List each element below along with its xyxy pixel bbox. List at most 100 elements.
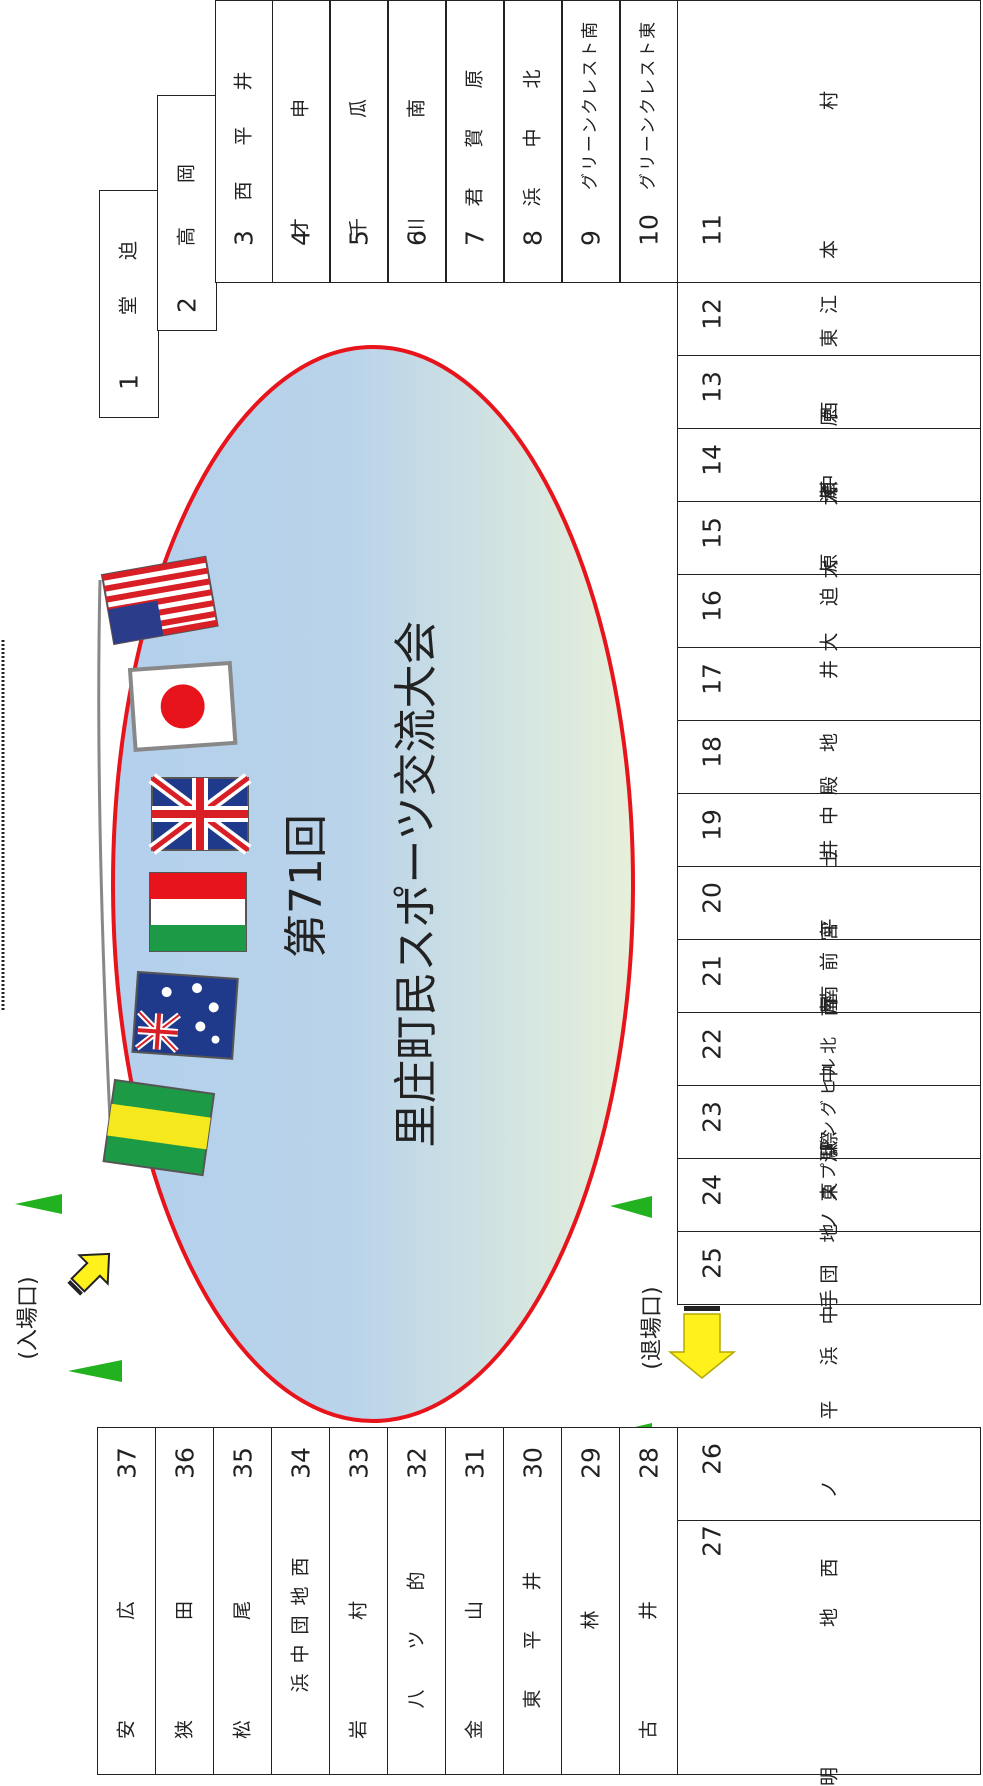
district-cell-12 <box>677 282 981 356</box>
japan-flag <box>127 660 238 752</box>
district-name: 浜中団地東 <box>818 1160 841 1366</box>
district-number: 26 <box>697 1443 727 1475</box>
district-number: 35 <box>228 1447 258 1479</box>
district-number: 27 <box>697 1525 727 1557</box>
district-number: 32 <box>402 1447 432 1479</box>
title-line1: 第71回 <box>281 814 332 958</box>
district-number: 11 <box>697 214 727 246</box>
district-number: 17 <box>697 663 727 695</box>
district-cell-7 <box>446 0 504 283</box>
triangle-marker <box>15 1194 62 1214</box>
district-cell-10 <box>620 0 678 283</box>
district-number: 15 <box>697 517 727 549</box>
triangle-marker <box>68 1360 122 1382</box>
district-cell-35 <box>213 1427 272 1775</box>
district-number: 30 <box>518 1447 548 1479</box>
district-cell-19 <box>677 793 981 867</box>
district-number: 33 <box>344 1447 374 1479</box>
triangle-marker <box>610 1196 652 1218</box>
district-name: 西平井 <box>232 35 255 201</box>
district-name: 東平井 <box>521 1531 544 1709</box>
district-number: 14 <box>697 444 727 476</box>
district-name: 狭田 <box>173 1500 196 1740</box>
district-name: 岩村 <box>347 1500 370 1740</box>
district-name: 君賀原 <box>463 29 486 207</box>
australia-flag <box>131 970 239 1060</box>
flag-string <box>97 579 112 1121</box>
district-number: 20 <box>697 882 727 914</box>
italy-flag <box>149 872 247 952</box>
district-cell-24 <box>677 1158 981 1232</box>
brazil-style-flag <box>102 1078 216 1177</box>
district-number: 18 <box>697 736 727 768</box>
district-name: 高岡 <box>175 119 198 247</box>
district-number: 34 <box>286 1447 316 1479</box>
district-cell-11 <box>677 0 981 283</box>
district-cell-18 <box>677 720 981 794</box>
district-number: 16 <box>697 590 727 622</box>
district-name: 浜中北 <box>521 29 544 207</box>
district-cell-8 <box>504 0 562 283</box>
district-number: 25 <box>697 1247 727 1279</box>
district-number: 12 <box>697 298 727 330</box>
district-cell-4 <box>272 0 330 283</box>
district-number: 13 <box>697 371 727 403</box>
district-name: 林 <box>579 1610 602 1630</box>
district-cell-16 <box>677 574 981 648</box>
district-number: 19 <box>697 809 727 841</box>
district-name: 堂迫 <box>117 204 140 316</box>
district-name: 八ツ的 <box>405 1531 428 1709</box>
district-number: 29 <box>576 1447 606 1479</box>
district-number: 24 <box>697 1174 727 1206</box>
district-number: 28 <box>634 1447 664 1479</box>
district-cell-20 <box>677 866 981 940</box>
district-name: 千瓜 <box>347 0 370 238</box>
district-name: グリーンクレスト東 <box>638 19 659 191</box>
district-name: 川南 <box>405 0 428 238</box>
district-number: 7 <box>460 230 490 246</box>
district-cell-27 <box>677 1520 981 1775</box>
district-cell-5 <box>330 0 388 283</box>
district-cell-29 <box>561 1427 620 1775</box>
usa-flag <box>100 555 219 646</box>
district-cell-1 <box>99 190 159 418</box>
district-number: 8 <box>518 230 548 246</box>
district-cell-2 <box>157 95 217 331</box>
field-ellipse <box>111 345 635 1423</box>
district-number: 36 <box>170 1447 200 1479</box>
entrance-arrow-icon <box>67 1252 111 1296</box>
district-number: 1 <box>114 374 144 390</box>
district-number: 37 <box>112 1447 142 1479</box>
district-cell-37 <box>97 1427 156 1775</box>
title-line2: 里庄町民スポーツ交流大会 <box>391 620 442 1148</box>
district-number: 31 <box>460 1447 490 1479</box>
district-number: 23 <box>697 1101 727 1133</box>
district-number: 21 <box>697 955 727 987</box>
entrance-label: (入場口) <box>16 1276 41 1360</box>
district-number: 9 <box>576 230 606 246</box>
district-cell-6 <box>388 0 446 283</box>
district-name: 金山 <box>463 1500 486 1740</box>
district-cell-22 <box>677 1012 981 1086</box>
district-cell-9 <box>562 0 620 283</box>
district-cell-25 <box>677 1231 981 1305</box>
district-name: 松尾 <box>231 1500 254 1740</box>
uk-flag <box>148 773 252 855</box>
district-name: グリーンクレスト南 <box>580 19 601 191</box>
district-number: 10 <box>634 214 664 246</box>
district-cell-32 <box>387 1427 446 1775</box>
exit-label: (退場口) <box>640 1286 665 1370</box>
district-name: 古井 <box>637 1500 660 1740</box>
district-cell-36 <box>155 1427 214 1775</box>
district-name: 明地 <box>818 1467 841 1786</box>
district-cell-3 <box>215 0 273 283</box>
district-cell-34 <box>271 1427 330 1775</box>
exit-arrow-icon <box>667 1306 737 1379</box>
district-number: 22 <box>697 1028 727 1060</box>
district-name: 才申 <box>289 0 312 238</box>
district-name: 浜中団地西 <box>289 1547 312 1693</box>
district-name: 安広 <box>115 1500 138 1740</box>
district-number: 2 <box>172 297 202 313</box>
district-number: 3 <box>229 230 259 246</box>
